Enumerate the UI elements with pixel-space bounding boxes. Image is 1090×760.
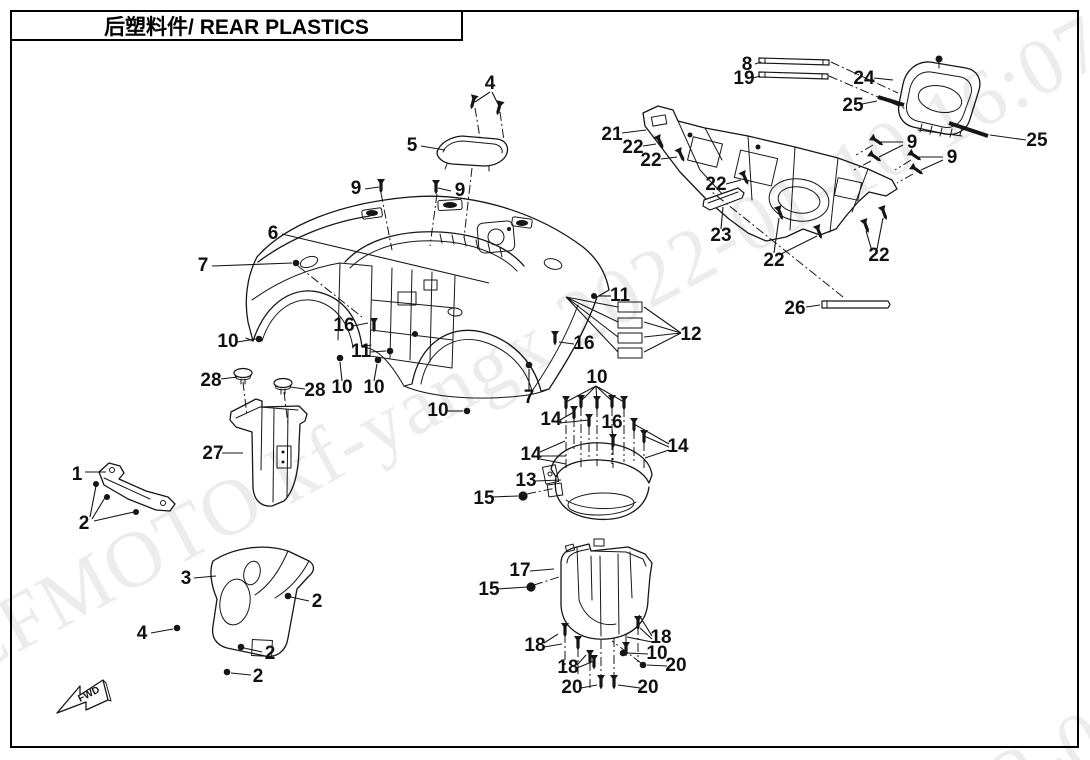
fasteners xyxy=(93,94,926,690)
callout-12: 12 xyxy=(680,324,701,345)
callout-18: 18 xyxy=(650,627,671,648)
callout-11: 11 xyxy=(610,285,631,306)
callout-9: 9 xyxy=(351,178,362,199)
callout-20: 20 xyxy=(637,677,658,698)
callout-7: 7 xyxy=(524,387,535,408)
callout-14: 14 xyxy=(667,436,689,457)
callout-28: 28 xyxy=(200,370,221,391)
part-side-panel xyxy=(210,546,315,658)
callout-18: 18 xyxy=(557,657,578,678)
callout-2: 2 xyxy=(265,643,276,664)
callout-9: 9 xyxy=(455,180,466,201)
part-storage-box xyxy=(541,442,653,521)
callout-8: 8 xyxy=(742,54,753,75)
part-bracket-1 xyxy=(98,462,176,512)
callout-6: 6 xyxy=(268,223,279,244)
callout-16: 16 xyxy=(333,315,354,336)
callout-22: 22 xyxy=(622,137,643,158)
fwd-direction-arrow: FWD xyxy=(56,679,112,714)
callout-22: 22 xyxy=(705,174,726,195)
callout-20: 20 xyxy=(665,655,686,676)
callout-9: 9 xyxy=(947,147,958,168)
callout-25: 25 xyxy=(1026,130,1048,151)
callout-16: 16 xyxy=(601,412,622,433)
part-rear-fender xyxy=(245,195,610,399)
callout-28: 28 xyxy=(304,380,325,401)
callout-22: 22 xyxy=(640,150,661,171)
callout-10: 10 xyxy=(586,367,607,388)
callout-15: 15 xyxy=(478,579,500,600)
part-mud-guard xyxy=(229,367,308,507)
callout-26: 26 xyxy=(784,298,805,319)
callout-10: 10 xyxy=(217,331,238,352)
part-frame-support xyxy=(642,105,898,242)
callout-1: 1 xyxy=(72,464,83,485)
callout-7: 7 xyxy=(198,255,209,276)
part-plates-12 xyxy=(565,296,682,359)
callout-25: 25 xyxy=(842,95,864,116)
callout-19: 19 xyxy=(733,68,754,89)
callout-27: 27 xyxy=(202,443,223,464)
callout-2: 2 xyxy=(79,513,90,534)
callout-15: 15 xyxy=(473,488,495,509)
callout-17: 17 xyxy=(509,560,530,581)
callout-22: 22 xyxy=(763,250,784,271)
callout-13: 13 xyxy=(515,470,536,491)
callout-11: 11 xyxy=(351,341,372,362)
callout-10: 10 xyxy=(427,400,448,421)
callout-14: 14 xyxy=(520,444,542,465)
callout-4: 4 xyxy=(137,623,148,644)
callout-4: 4 xyxy=(485,73,496,94)
callout-3: 3 xyxy=(181,568,192,589)
callout-2: 2 xyxy=(312,591,323,612)
callout-5: 5 xyxy=(407,135,418,156)
center-lines xyxy=(242,61,914,690)
title-box: 后塑料件/ REAR PLASTICS xyxy=(10,10,463,41)
callout-24: 24 xyxy=(853,68,875,89)
callout-9: 9 xyxy=(907,132,918,153)
callout-16: 16 xyxy=(573,333,594,354)
callout-2: 2 xyxy=(253,666,264,687)
callout-10: 10 xyxy=(331,377,352,398)
callout-10: 10 xyxy=(363,377,384,398)
callout-20: 20 xyxy=(561,677,582,698)
part-cover-plate xyxy=(436,135,509,172)
callout-21: 21 xyxy=(601,124,623,145)
drawing-border xyxy=(10,10,1079,748)
callout-22: 22 xyxy=(868,245,889,266)
callout-14: 14 xyxy=(540,409,562,430)
callout-18: 18 xyxy=(524,635,545,656)
leader-lines xyxy=(85,61,1027,689)
page-title: 后塑料件/ REAR PLASTICS xyxy=(104,15,369,39)
part-rear-rack xyxy=(897,55,981,138)
part-bracket-23 xyxy=(702,187,745,211)
callout-10: 10 xyxy=(646,643,667,664)
part-rods xyxy=(758,57,989,309)
part-lower-bin xyxy=(560,538,653,640)
callout-23: 23 xyxy=(710,225,731,246)
